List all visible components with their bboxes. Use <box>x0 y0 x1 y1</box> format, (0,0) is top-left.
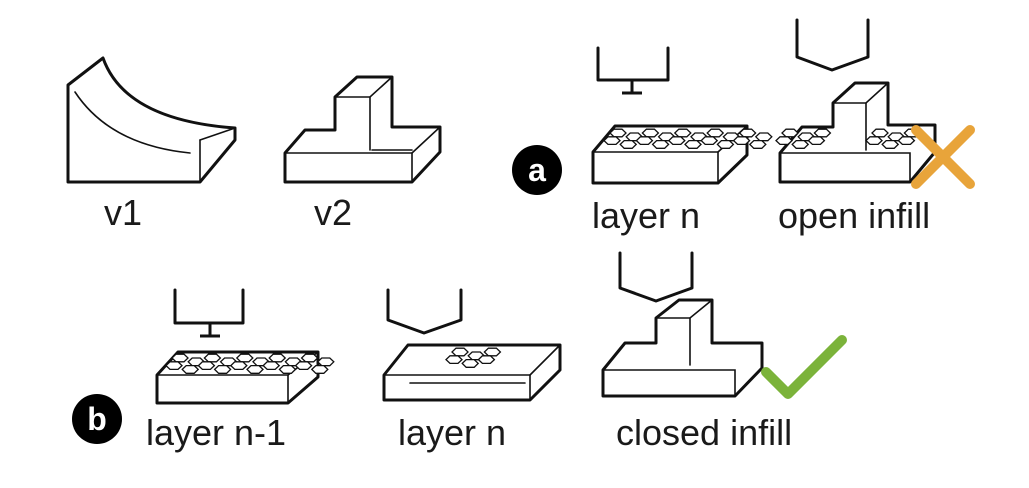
label-layer-n-minus-1: layer n-1 <box>146 412 286 453</box>
infill-cell <box>754 132 773 142</box>
infill-cell <box>268 353 287 363</box>
infill-cell <box>451 347 469 357</box>
label-closed-infill: closed infill <box>616 412 792 453</box>
infill-cell <box>609 128 627 138</box>
infill-cell <box>673 128 692 138</box>
infill-cell <box>477 355 496 365</box>
badge-b: b <box>72 394 122 444</box>
nozzle-v-3 <box>618 251 694 303</box>
infill-cell <box>641 128 660 138</box>
infill-cell <box>197 361 216 371</box>
infill-cell <box>667 136 686 146</box>
cross-icon <box>911 125 975 189</box>
infill-cell <box>310 364 329 374</box>
closed-infill-shape <box>601 298 764 398</box>
infill-cell <box>316 357 335 367</box>
infill-cell <box>651 139 670 149</box>
infill-cell <box>619 139 638 149</box>
infill-cell <box>635 136 654 146</box>
infill-cell <box>461 358 480 368</box>
infill-cell <box>262 361 281 371</box>
infill-cell <box>171 353 189 363</box>
v1-ramp-shape <box>66 56 237 184</box>
infill-cell <box>781 128 799 138</box>
badge-b-text: b <box>87 401 107 437</box>
infill-cell <box>165 361 183 371</box>
label-layer-n-bottom: layer n <box>398 412 506 453</box>
label-layer-n-top: layer n <box>592 195 700 236</box>
infill-cell <box>278 364 297 374</box>
infill-cell <box>897 136 916 146</box>
infill-cell <box>791 139 810 149</box>
infill-cell <box>235 353 254 363</box>
badge-a: a <box>512 145 562 195</box>
infill-cell <box>300 353 319 363</box>
label-v1: v1 <box>104 192 142 233</box>
infill-cell <box>684 139 702 149</box>
infill-cell <box>229 361 248 371</box>
nozzle-v <box>795 18 870 72</box>
nozzle-flat-2 <box>173 288 245 338</box>
infill-cell <box>881 139 900 149</box>
infill-cell <box>748 139 767 149</box>
infill-cell <box>483 347 502 357</box>
infill-cell <box>700 136 719 146</box>
open-infill-shape <box>775 81 937 184</box>
infill-cell <box>738 128 757 138</box>
layer-n-minus-1-slab <box>155 350 335 405</box>
infill-cell <box>871 128 889 138</box>
infill-cell <box>706 128 725 138</box>
infill-cell <box>775 136 793 146</box>
infill-cell <box>294 361 313 371</box>
layer-n-slab-with-infill <box>591 124 773 185</box>
label-open-infill: open infill <box>778 195 930 236</box>
infill-cell <box>716 139 735 149</box>
label-v2: v2 <box>314 192 352 233</box>
infill-cell <box>732 136 751 146</box>
infill-cell <box>181 364 200 374</box>
infill-cell <box>865 136 883 146</box>
infill-cell <box>445 355 463 365</box>
badge-a-text: a <box>528 152 546 188</box>
infill-cell <box>807 136 826 146</box>
checkmark-icon <box>761 335 847 399</box>
layer-n-closing-slab <box>382 343 562 402</box>
infill-cell <box>203 353 222 363</box>
infill-cell <box>603 136 621 146</box>
infill-cell <box>813 128 832 138</box>
nozzle-v-2 <box>386 288 463 335</box>
v2-t-block-shape <box>283 75 442 184</box>
infill-cell <box>213 364 232 374</box>
nozzle-flat <box>596 46 670 95</box>
infill-cell <box>246 364 264 374</box>
